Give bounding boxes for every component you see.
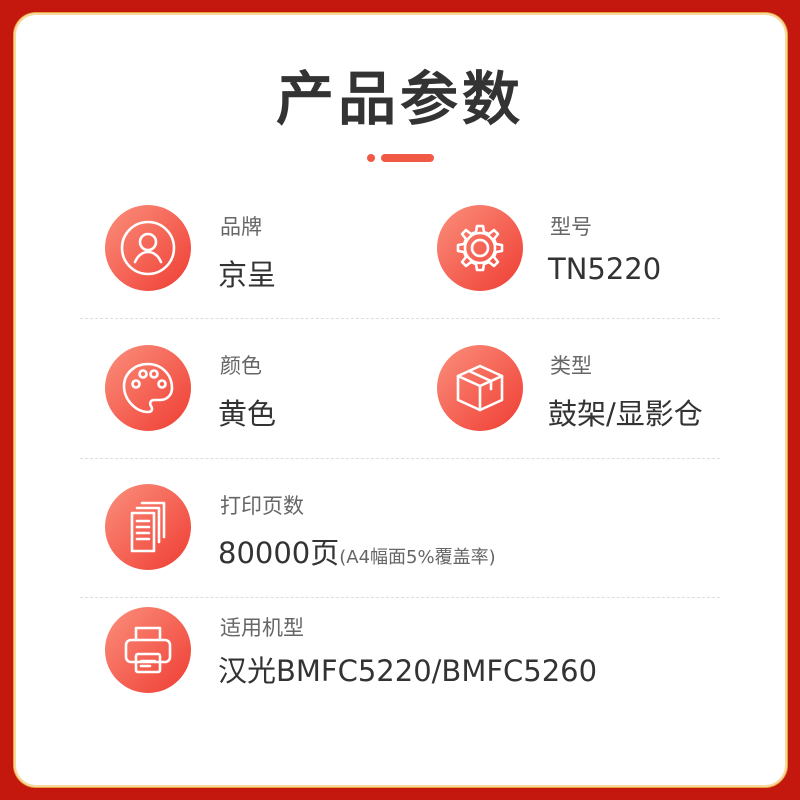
- box-icon: [437, 345, 523, 431]
- color-value: 黄色: [218, 397, 277, 431]
- type-label: 类型: [550, 354, 592, 378]
- pages-number: 80000页: [218, 536, 340, 570]
- divider: [80, 318, 720, 319]
- printer-icon: [105, 607, 191, 693]
- palette-icon: [105, 345, 191, 431]
- brand-label: 品牌: [220, 215, 262, 239]
- brand-value: 京呈: [218, 258, 277, 292]
- compatible-label: 适用机型: [220, 616, 304, 640]
- page-title: 产品参数: [275, 65, 524, 133]
- user-icon: [105, 205, 191, 291]
- model-value: TN5220: [548, 252, 662, 286]
- pages-note: (A4幅面5%覆盖率): [339, 547, 496, 568]
- divider: [80, 458, 720, 459]
- color-label: 颜色: [220, 354, 262, 378]
- gear-icon: [437, 205, 523, 291]
- compatible-value: 汉光BMFC5220/BMFC5260: [218, 654, 598, 688]
- accent-bar: [381, 154, 434, 162]
- pages-value: 80000页(A4幅面5%覆盖率): [218, 530, 496, 572]
- paper-stack-icon: [105, 484, 191, 570]
- model-label: 型号: [550, 215, 592, 239]
- accent-dot: [367, 154, 375, 162]
- type-value: 鼓架/显影仓: [548, 397, 703, 431]
- divider: [80, 597, 720, 598]
- pages-label: 打印页数: [220, 494, 304, 518]
